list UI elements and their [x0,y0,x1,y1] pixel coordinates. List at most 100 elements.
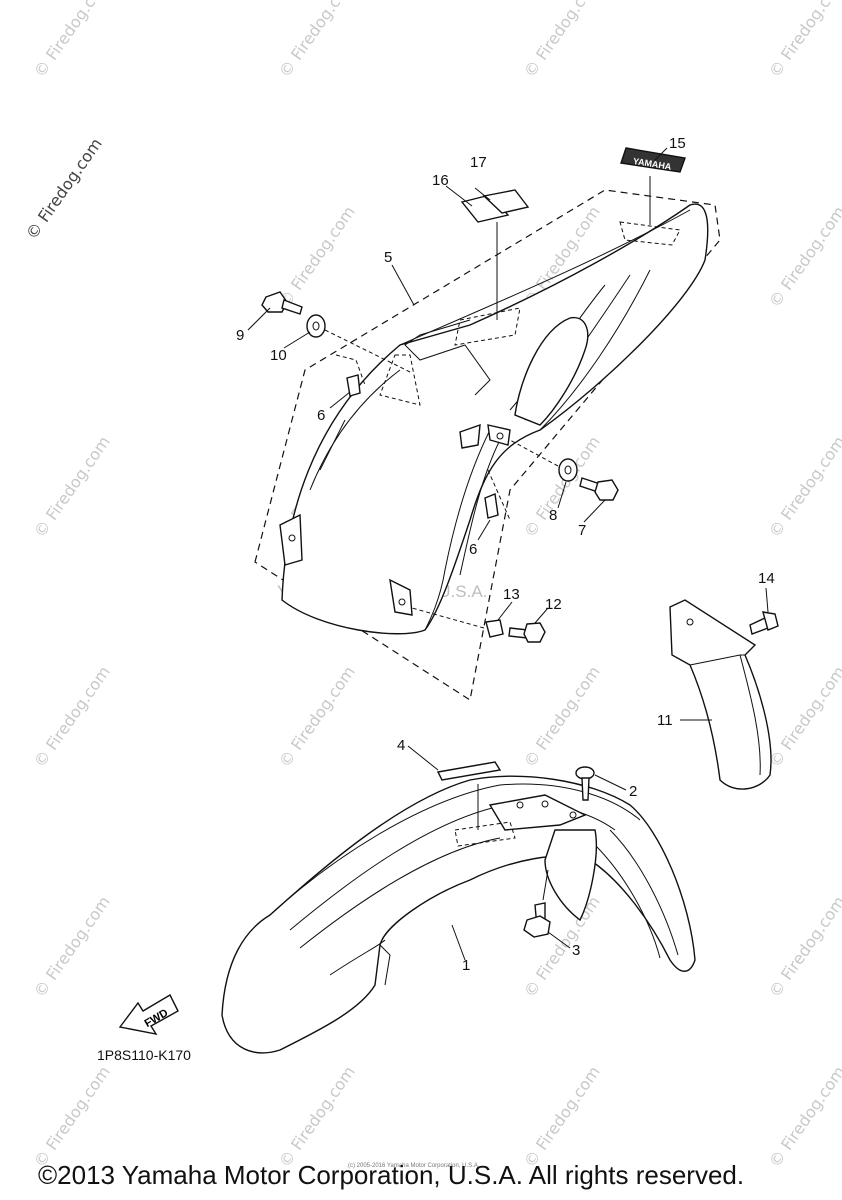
decal-shape [620,147,686,173]
rear-fender-hole [398,598,406,606]
front-fender-ridge [329,939,386,976]
decal-placement-front [454,821,516,847]
decal-placement-rear [379,354,421,406]
lead-dashed [487,469,511,521]
bolt-9-leader-dashed [324,329,411,373]
callout-3: 3 [572,942,580,959]
bolt-7[interactable] [579,477,619,501]
callout-10: 10 [270,347,287,364]
callout-17: 17 [470,154,487,171]
decal-placement-rear [454,307,521,346]
rear-fender-spine [514,316,589,426]
rear-fender-hole [288,534,296,542]
rear-fender-side-panel [424,429,491,631]
rear-fender-hole [496,432,504,440]
rear-fender-dash-outline [254,189,721,701]
callout-11: 11 [657,712,673,729]
washer-hole [312,321,320,331]
callout-7-leader [583,499,606,523]
decal-16[interactable] [460,194,510,223]
callout-17-leader [474,187,491,201]
decal-4[interactable] [436,761,502,781]
washer-shape [558,458,578,482]
callout-13: 13 [503,586,520,603]
rear-fender-tab [389,578,413,616]
rear-fender-body [281,203,709,635]
bolt-head [523,622,546,643]
rear-fender[interactable] [254,189,721,701]
bolt-head [575,766,595,780]
decal-shape [436,761,502,781]
rear-fender-rib [539,269,651,431]
mount-hole [516,801,524,809]
callout-14-leader [765,587,769,613]
mud-flap-hole [686,618,694,626]
front-fender-ridge [594,844,661,959]
forward-direction-arrow: FWD [118,994,179,1035]
callout-2: 2 [629,783,637,800]
callout-13-leader [497,601,513,621]
front-fender-body [221,775,696,1054]
decal-placement-rear [619,221,681,246]
fine-print: (c) 2005-2016 Yamaha Motor Corporation, … [348,1163,480,1169]
front-fender-ridge [269,783,641,916]
bolt-12[interactable] [508,622,546,643]
callout-1: 1 [462,957,470,974]
callout-7: 7 [578,522,586,539]
mount-hole [569,811,577,819]
rear-fender-tab [279,513,303,566]
mud-flap-edge [739,654,761,776]
screw-14[interactable] [749,611,779,635]
bolt-2[interactable] [575,766,595,801]
callout-14: 14 [758,570,775,587]
callout-15-leader [654,147,668,161]
decal-shape [460,194,510,223]
callout-5-leader [391,264,415,306]
decal-shape [482,189,530,214]
callout-6-left: 6 [317,407,325,424]
callout-10-leader [283,331,311,349]
washer-10[interactable] [306,314,326,338]
callout-5: 5 [384,249,392,266]
arrow-shape [118,994,179,1035]
front-fender-ridge [299,837,501,949]
clip-nut-shape [346,374,361,397]
callout-12: 12 [545,596,562,613]
callout-16-leader [445,185,473,207]
decal-17[interactable] [482,189,530,214]
bolt-12-leader-dashed [411,607,485,629]
bolt-9[interactable] [261,291,303,315]
front-fender[interactable] [221,775,696,1054]
mud-flap-body [669,599,772,790]
front-fender-ridge [379,944,391,986]
rear-fender-side-panel [459,439,501,576]
front-fender-ridge [609,829,679,956]
bolt-head [261,291,288,313]
washer-shape [306,314,326,338]
rear-fender-tab [487,424,511,446]
bolt-3-leader [542,869,549,901]
rear-fender-ridge [404,319,491,396]
grommet-13[interactable] [485,619,504,638]
mud-flap-11[interactable] [669,599,772,790]
callout-8-leader [557,481,567,509]
rear-fender-side-panel [309,369,401,491]
front-fender-mount [488,794,587,831]
washer-hole [564,465,572,475]
bolt-7-leader-dashed [509,439,559,467]
callout-12-leader [534,607,549,624]
bolt-shank [281,299,303,315]
nut-clip-6-left[interactable] [335,354,366,397]
clip-nut-shape [484,493,499,519]
rear-fender-tab [459,423,481,449]
washer-8[interactable] [558,458,578,482]
bolt-3[interactable] [523,902,551,938]
callout-15: 15 [669,135,686,152]
nut-clip-6-right[interactable] [484,469,511,521]
bolt-head [594,479,619,501]
callout-6-right-leader [477,519,491,541]
copyright-notice: ©2013 Yamaha Motor Corporation, U.S.A. A… [38,1160,745,1190]
grommet-shape [485,619,504,638]
